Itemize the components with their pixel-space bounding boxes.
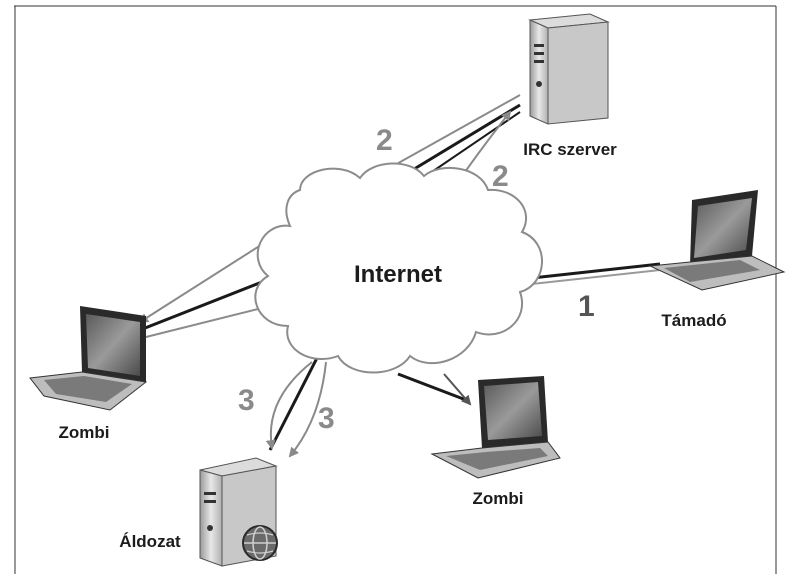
step-2-label-upper: 2	[376, 124, 393, 157]
attacker-label: Támadó	[661, 311, 726, 330]
globe-icon	[242, 525, 278, 561]
cloud-label: Internet	[354, 261, 442, 288]
step-1-label: 1	[578, 290, 595, 323]
irc-server-label: IRC szerver	[523, 140, 617, 159]
internet-cloud: Internet	[254, 162, 543, 374]
step-3-label-left: 3	[238, 384, 255, 417]
zombie-right-laptop-icon	[430, 376, 561, 479]
zombie-left-laptop-icon	[29, 306, 148, 411]
zombie-left-label: Zombi	[59, 423, 110, 442]
victim-label: Áldozat	[119, 532, 181, 551]
attacker-laptop-icon	[648, 190, 786, 291]
irc-server-icon	[528, 13, 610, 125]
step-3-label-right: 3	[318, 402, 335, 435]
zombie-right-label: Zombi	[473, 489, 524, 508]
step-2-label-lower: 2	[492, 160, 509, 193]
